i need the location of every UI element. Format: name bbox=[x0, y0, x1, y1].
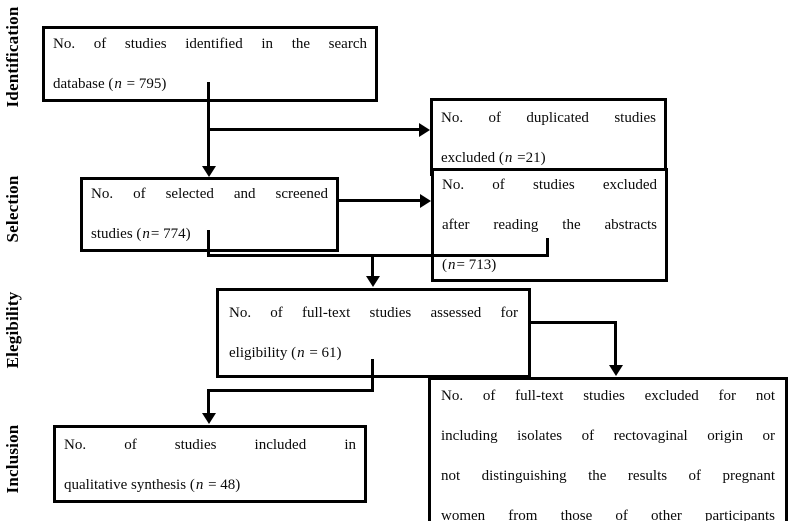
connector-right-down bbox=[614, 321, 617, 366]
connector-eligibility-right bbox=[529, 321, 617, 324]
box-text-line: No. of studies excluded bbox=[442, 177, 657, 193]
box-text-line: qualitative synthesis (n = 48) bbox=[64, 477, 241, 493]
box-text-line: including isolates of rectovaginal origi… bbox=[441, 428, 775, 444]
stage-label-inclusion: Inclusion bbox=[3, 424, 22, 494]
box-text-line: database (n = 795) bbox=[53, 76, 167, 92]
connector-screened-to-abstracts bbox=[339, 199, 420, 202]
box-duplicated-excluded: No. of duplicated studies excluded (n =21… bbox=[430, 98, 667, 176]
connector-identified-down bbox=[207, 82, 210, 166]
box-text-line: No. of full-text studies assessed for bbox=[229, 305, 518, 321]
box-fulltext-excluded: No. of full-text studies excluded for no… bbox=[428, 377, 788, 521]
connector-inclusion-down bbox=[207, 389, 210, 414]
connector-abstracts-down bbox=[546, 238, 549, 257]
box-text-line: excluded (n =21) bbox=[441, 150, 546, 166]
connector-screened-down bbox=[207, 230, 210, 257]
stage-label-eligibility: Elegibility bbox=[3, 291, 22, 369]
arrowhead-to-qualitative bbox=[202, 413, 216, 424]
stage-label-identification: Identification bbox=[3, 6, 22, 108]
connector-merge-horizontal bbox=[207, 254, 549, 257]
box-text-line: No. of full-text studies excluded for no… bbox=[441, 388, 775, 404]
box-text-line: not distinguishing the results of pregna… bbox=[441, 468, 775, 484]
connector-inclusion-horizontal bbox=[207, 389, 374, 392]
box-text-line: No. of duplicated studies bbox=[441, 110, 656, 126]
connector-branch-duplicated bbox=[207, 128, 419, 131]
box-text-line: after reading the abstracts bbox=[442, 217, 657, 233]
arrowhead-to-screened bbox=[202, 166, 216, 177]
arrowhead-to-fulltext-excluded bbox=[609, 365, 623, 376]
box-text-line: eligibility (n = 61) bbox=[229, 345, 342, 361]
box-qualitative-synthesis: No. of studies included in qualitative sy… bbox=[53, 425, 367, 503]
arrowhead-to-duplicated bbox=[419, 123, 430, 137]
arrowhead-to-eligibility bbox=[366, 276, 380, 287]
box-text-line: studies (n= 774) bbox=[91, 226, 191, 242]
box-abstracts-excluded: No. of studies excluded after reading the… bbox=[431, 168, 668, 282]
arrowhead-to-abstracts bbox=[420, 194, 431, 208]
box-text-line: No. of selected and screened bbox=[91, 186, 328, 202]
stage-label-selection: Selection bbox=[3, 175, 22, 243]
connector-eligibility-down bbox=[371, 359, 374, 392]
connector-merge-down bbox=[371, 254, 374, 277]
box-text-line: (n= 713) bbox=[442, 257, 497, 273]
box-studies-identified: No. of studies identified in the search d… bbox=[42, 26, 378, 102]
box-text-line: No. of studies included in bbox=[64, 437, 356, 453]
box-text-line: women from those of other participants bbox=[441, 508, 775, 521]
box-text-line: No. of studies identified in the search bbox=[53, 36, 367, 52]
